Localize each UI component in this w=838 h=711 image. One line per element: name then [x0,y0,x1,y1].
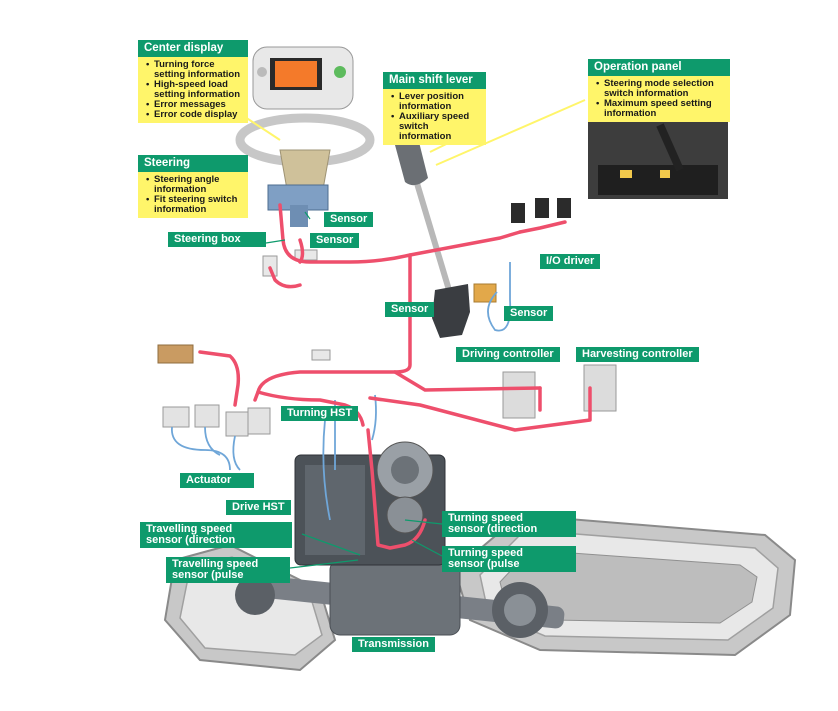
drive-hst-label: Drive HST [226,500,291,515]
center-display-title: Center display [138,40,248,57]
io-driver-label: I/O driver [540,254,601,269]
actuator-label: Actuator [180,473,254,488]
main-shift-lever [395,134,497,338]
turning-speed-pulse-label: Turning speed sensor (pulse [442,546,576,572]
io-driver-connectors [511,198,571,223]
list-item: High-speed load setting information [146,80,242,100]
list-item: Auxiliary speed switch information [391,112,480,142]
sensor-label: Sensor [310,233,360,248]
driving-controller-box [502,371,536,419]
travelling-speed-direction-label: Travelling speed sensor (direction [140,522,292,548]
sensor-label: Sensor [324,212,374,227]
list-item: Lever position information [391,92,480,112]
operation-panel-photo [588,117,728,199]
travelling-speed-direction-line-2: sensor (direction [146,534,236,546]
steering-title: Steering [138,155,248,172]
turning-speed-direction-label: Turning speed sensor (direction [442,511,576,537]
list-item: Error messages [146,100,242,111]
turning-speed-pulse-line-2: sensor (pulse [448,558,520,570]
steering-wheel [235,113,375,227]
travelling-speed-direction-line-1: Travelling speed [146,523,233,535]
sensor-label: Sensor [504,306,554,321]
center-display-list: Turning force setting information High-s… [138,57,248,123]
transmission-unit [235,559,565,638]
list-item: Steering mode selection switch informati… [596,79,724,99]
list-item: Maximum speed setting information [596,99,724,119]
center-display-device [252,46,354,110]
actuator-group [157,249,331,437]
sensor-label: Sensor [385,302,435,317]
operation-panel-callout: Operation panel Steering mode selection … [588,59,730,122]
turning-speed-pulse-line-1: Turning speed [448,547,523,559]
list-item: Fit steering switch information [146,195,242,215]
center-display-callout: Center display Turning force setting inf… [138,40,248,123]
main-shift-lever-title: Main shift lever [383,72,486,89]
main-shift-lever-callout: Main shift lever Lever position informat… [383,72,486,145]
wire-harness [198,203,592,550]
travelling-speed-pulse-label: Travelling speed sensor (pulse [166,557,290,583]
driving-controller-label: Driving controller [456,347,560,362]
travelling-speed-pulse-line-2: sensor (pulse [172,569,244,581]
turning-hst-label: Turning HST [281,406,359,421]
operation-panel-list: Steering mode selection switch informati… [588,76,730,122]
travelling-speed-pulse-line-1: Travelling speed [172,558,259,570]
main-shift-lever-list: Lever position information Auxiliary spe… [383,89,486,145]
turning-speed-direction-line-2: sensor (direction [448,523,538,535]
turning-speed-direction-line-1: Turning speed [448,512,523,524]
steering-list: Steering angle information Fit steering … [138,172,248,218]
list-item: Turning force setting information [146,60,242,80]
operation-panel-title: Operation panel [588,59,730,76]
harvesting-controller-label: Harvesting controller [576,347,699,362]
steering-callout: Steering Steering angle information Fit … [138,155,248,218]
steering-box-label: Steering box [168,232,266,247]
list-item: Error code display [146,110,242,121]
list-item: Steering angle information [146,175,242,195]
label-leaders [265,211,443,569]
transmission-label: Transmission [352,637,435,652]
